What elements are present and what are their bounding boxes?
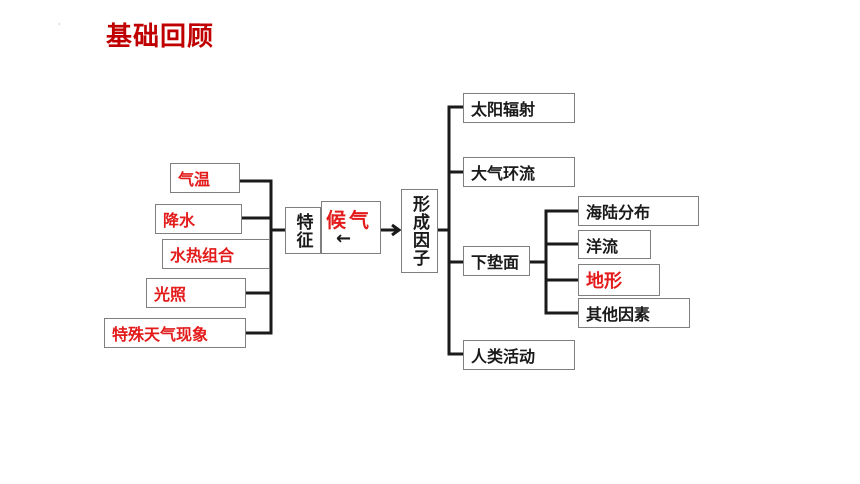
- factor-box-atmospheric-circulation: 大气环流: [463, 157, 575, 187]
- factor-box-solar-radiation: 太阳辐射: [463, 93, 575, 123]
- center-left-arrow: ←: [336, 228, 355, 249]
- factor-box-underlying-surface: 下垫面: [463, 246, 530, 276]
- feature-box-temperature: 气温: [170, 163, 240, 193]
- feature-label-box: 特征: [285, 207, 321, 254]
- surface-box-terrain: 地形: [578, 264, 660, 296]
- page-title: 基础回顾: [106, 22, 215, 52]
- factor-box-human-activity: 人类活动: [463, 340, 575, 370]
- climate-center-label: 候气: [326, 208, 372, 232]
- feature-box-sunlight: 光照: [146, 278, 246, 308]
- surface-bracket: [544, 209, 578, 315]
- center-arrowhead: [391, 223, 402, 237]
- climate-center-box: [321, 201, 381, 254]
- feature-box-water-heat: 水热组合: [162, 239, 270, 269]
- feature-bracket: [240, 179, 273, 335]
- factor-bracket: [447, 105, 463, 356]
- feature-box-special-weather: 特殊天气现象: [104, 318, 246, 348]
- surface-box-land-sea: 海陆分布: [578, 196, 699, 226]
- slide-mark: ·: [58, 20, 61, 29]
- surface-box-ocean-current: 洋流: [578, 230, 651, 259]
- feature-box-precipitation: 降水: [155, 204, 242, 234]
- surface-box-other-factors: 其他因素: [578, 298, 690, 328]
- factor-label-box: 形成因子: [401, 189, 438, 273]
